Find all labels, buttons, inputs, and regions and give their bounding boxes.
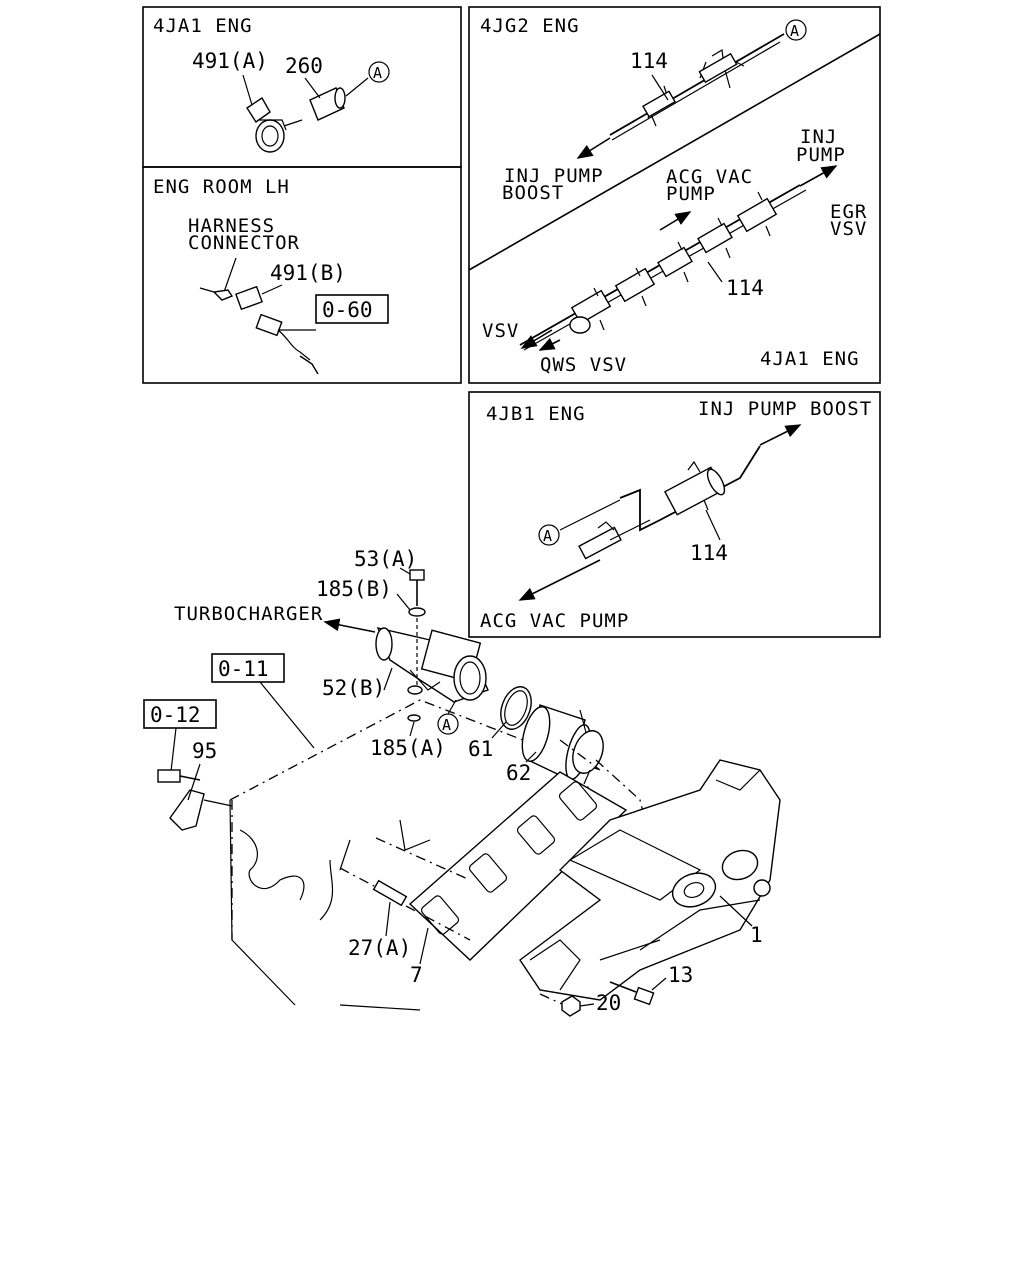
panel-title: 4JG2 ENG <box>480 15 580 37</box>
part-label-52b: 52(B) <box>322 676 385 700</box>
part-label-114: 114 <box>630 49 668 73</box>
pump2-label: PUMP <box>796 144 846 166</box>
harness-connector <box>199 257 319 375</box>
panel-4jb1-vacuum-pipes: 4JB1 ENG INJ PUMP BOOST 114 ACG VAC PUMP… <box>468 391 881 638</box>
ref-box-0-12 <box>143 699 217 729</box>
panel-border <box>468 6 881 384</box>
acg-vac-pump-label: ACG VAC PUMP <box>480 610 629 632</box>
ref-letter: A <box>543 527 552 545</box>
hose-260 <box>304 77 369 121</box>
part-label-260: 260 <box>285 54 323 78</box>
ref-letter: A <box>790 22 799 40</box>
panel-title: ENG ROOM LH <box>153 176 290 198</box>
ref-letter: A <box>442 716 451 734</box>
acg-vac-label: ACG VAC <box>666 166 753 188</box>
part-label-185b: 185(B) <box>316 577 392 601</box>
bracket-95 <box>157 763 233 831</box>
boost-label: BOOST <box>502 182 564 204</box>
part-label-53a: 53(A) <box>354 547 417 571</box>
turbocharger-label: TURBOCHARGER <box>174 603 323 625</box>
ref-box-label: 0-12 <box>150 703 201 727</box>
part-label-62: 62 <box>506 761 531 785</box>
ref-box-0-11 <box>211 653 285 683</box>
clamp-61-upper <box>500 686 532 730</box>
ref-circle <box>785 19 807 41</box>
egr-label: EGR <box>830 201 867 223</box>
harness-label: HARNESS <box>188 215 275 237</box>
gasket-7 <box>408 771 628 961</box>
ref-circle <box>538 524 560 546</box>
part-label-1: 1 <box>750 923 763 947</box>
ref-letter: A <box>373 64 382 82</box>
bolt-53a <box>396 567 426 722</box>
panel-border <box>142 166 462 384</box>
part-label-7: 7 <box>410 963 423 987</box>
ref-box-0-60 <box>315 294 389 324</box>
part-label-185a: 185(A) <box>370 736 446 760</box>
inj-pump-boost-label: INJ PUMP BOOST <box>698 398 872 420</box>
pump-label: PUMP <box>666 183 716 205</box>
vacuum-pipe-4jb1 <box>518 424 802 601</box>
part-label-95: 95 <box>192 739 217 763</box>
panel-border <box>468 391 881 638</box>
engine-block-outline <box>229 699 601 1011</box>
stud-27a <box>339 837 471 941</box>
main-exploded-view: 0-11 0-12 TURBOCHARGER 53(A) 185(B) <box>143 547 781 1017</box>
panel-4ja1-sensor: 4JA1 ENG 491(A) 260 A <box>142 6 462 168</box>
vsv-left-label: VSV <box>482 320 519 342</box>
turbo-pipe-52b <box>375 627 489 703</box>
ref-box-label: 0-11 <box>218 657 269 681</box>
part-label-13: 13 <box>668 963 693 987</box>
nut-20 <box>539 993 581 1017</box>
vacuum-sensor-491a <box>242 74 303 153</box>
panel-divider <box>468 33 881 271</box>
part-label-114c: 114 <box>690 541 728 565</box>
connector-label: CONNECTOR <box>188 232 300 254</box>
exhaust-manifold-1 <box>519 759 781 1001</box>
panel-4jg2-vacuum-pipes: 4JG2 ENG A 114 INJ PUMP BOOST ACG VAC PU… <box>468 6 881 384</box>
inj-label: INJ <box>800 126 837 148</box>
inj-pump-label: INJ PUMP <box>504 165 604 187</box>
vacuum-pipe-upper <box>576 33 785 159</box>
ref-box-label: 0-60 <box>322 298 373 322</box>
part-label-491a: 491(A) <box>192 49 268 73</box>
clamp-61-lower <box>572 730 604 774</box>
part-label-61a: 61 <box>468 737 493 761</box>
part-label-491b: 491(B) <box>270 261 346 285</box>
vsv-label: VSV <box>830 218 867 240</box>
panel-title: 4JA1 ENG <box>153 15 253 37</box>
part-label-27a: 27(A) <box>348 936 411 960</box>
panel-eng-room-lh: ENG ROOM LH HARNESS CONNECTOR 491(B) 0-6… <box>142 166 462 384</box>
ref-circle <box>368 61 390 83</box>
engine-label: 4JA1 ENG <box>760 348 860 370</box>
part-label-20: 20 <box>596 991 621 1015</box>
vacuum-pipe-lower <box>519 165 838 351</box>
part-label-114b: 114 <box>726 276 764 300</box>
qws-vsv-label: QWS VSV <box>540 354 627 376</box>
panel-title: 4JB1 ENG <box>486 403 586 425</box>
bolt-13 <box>609 981 655 1006</box>
